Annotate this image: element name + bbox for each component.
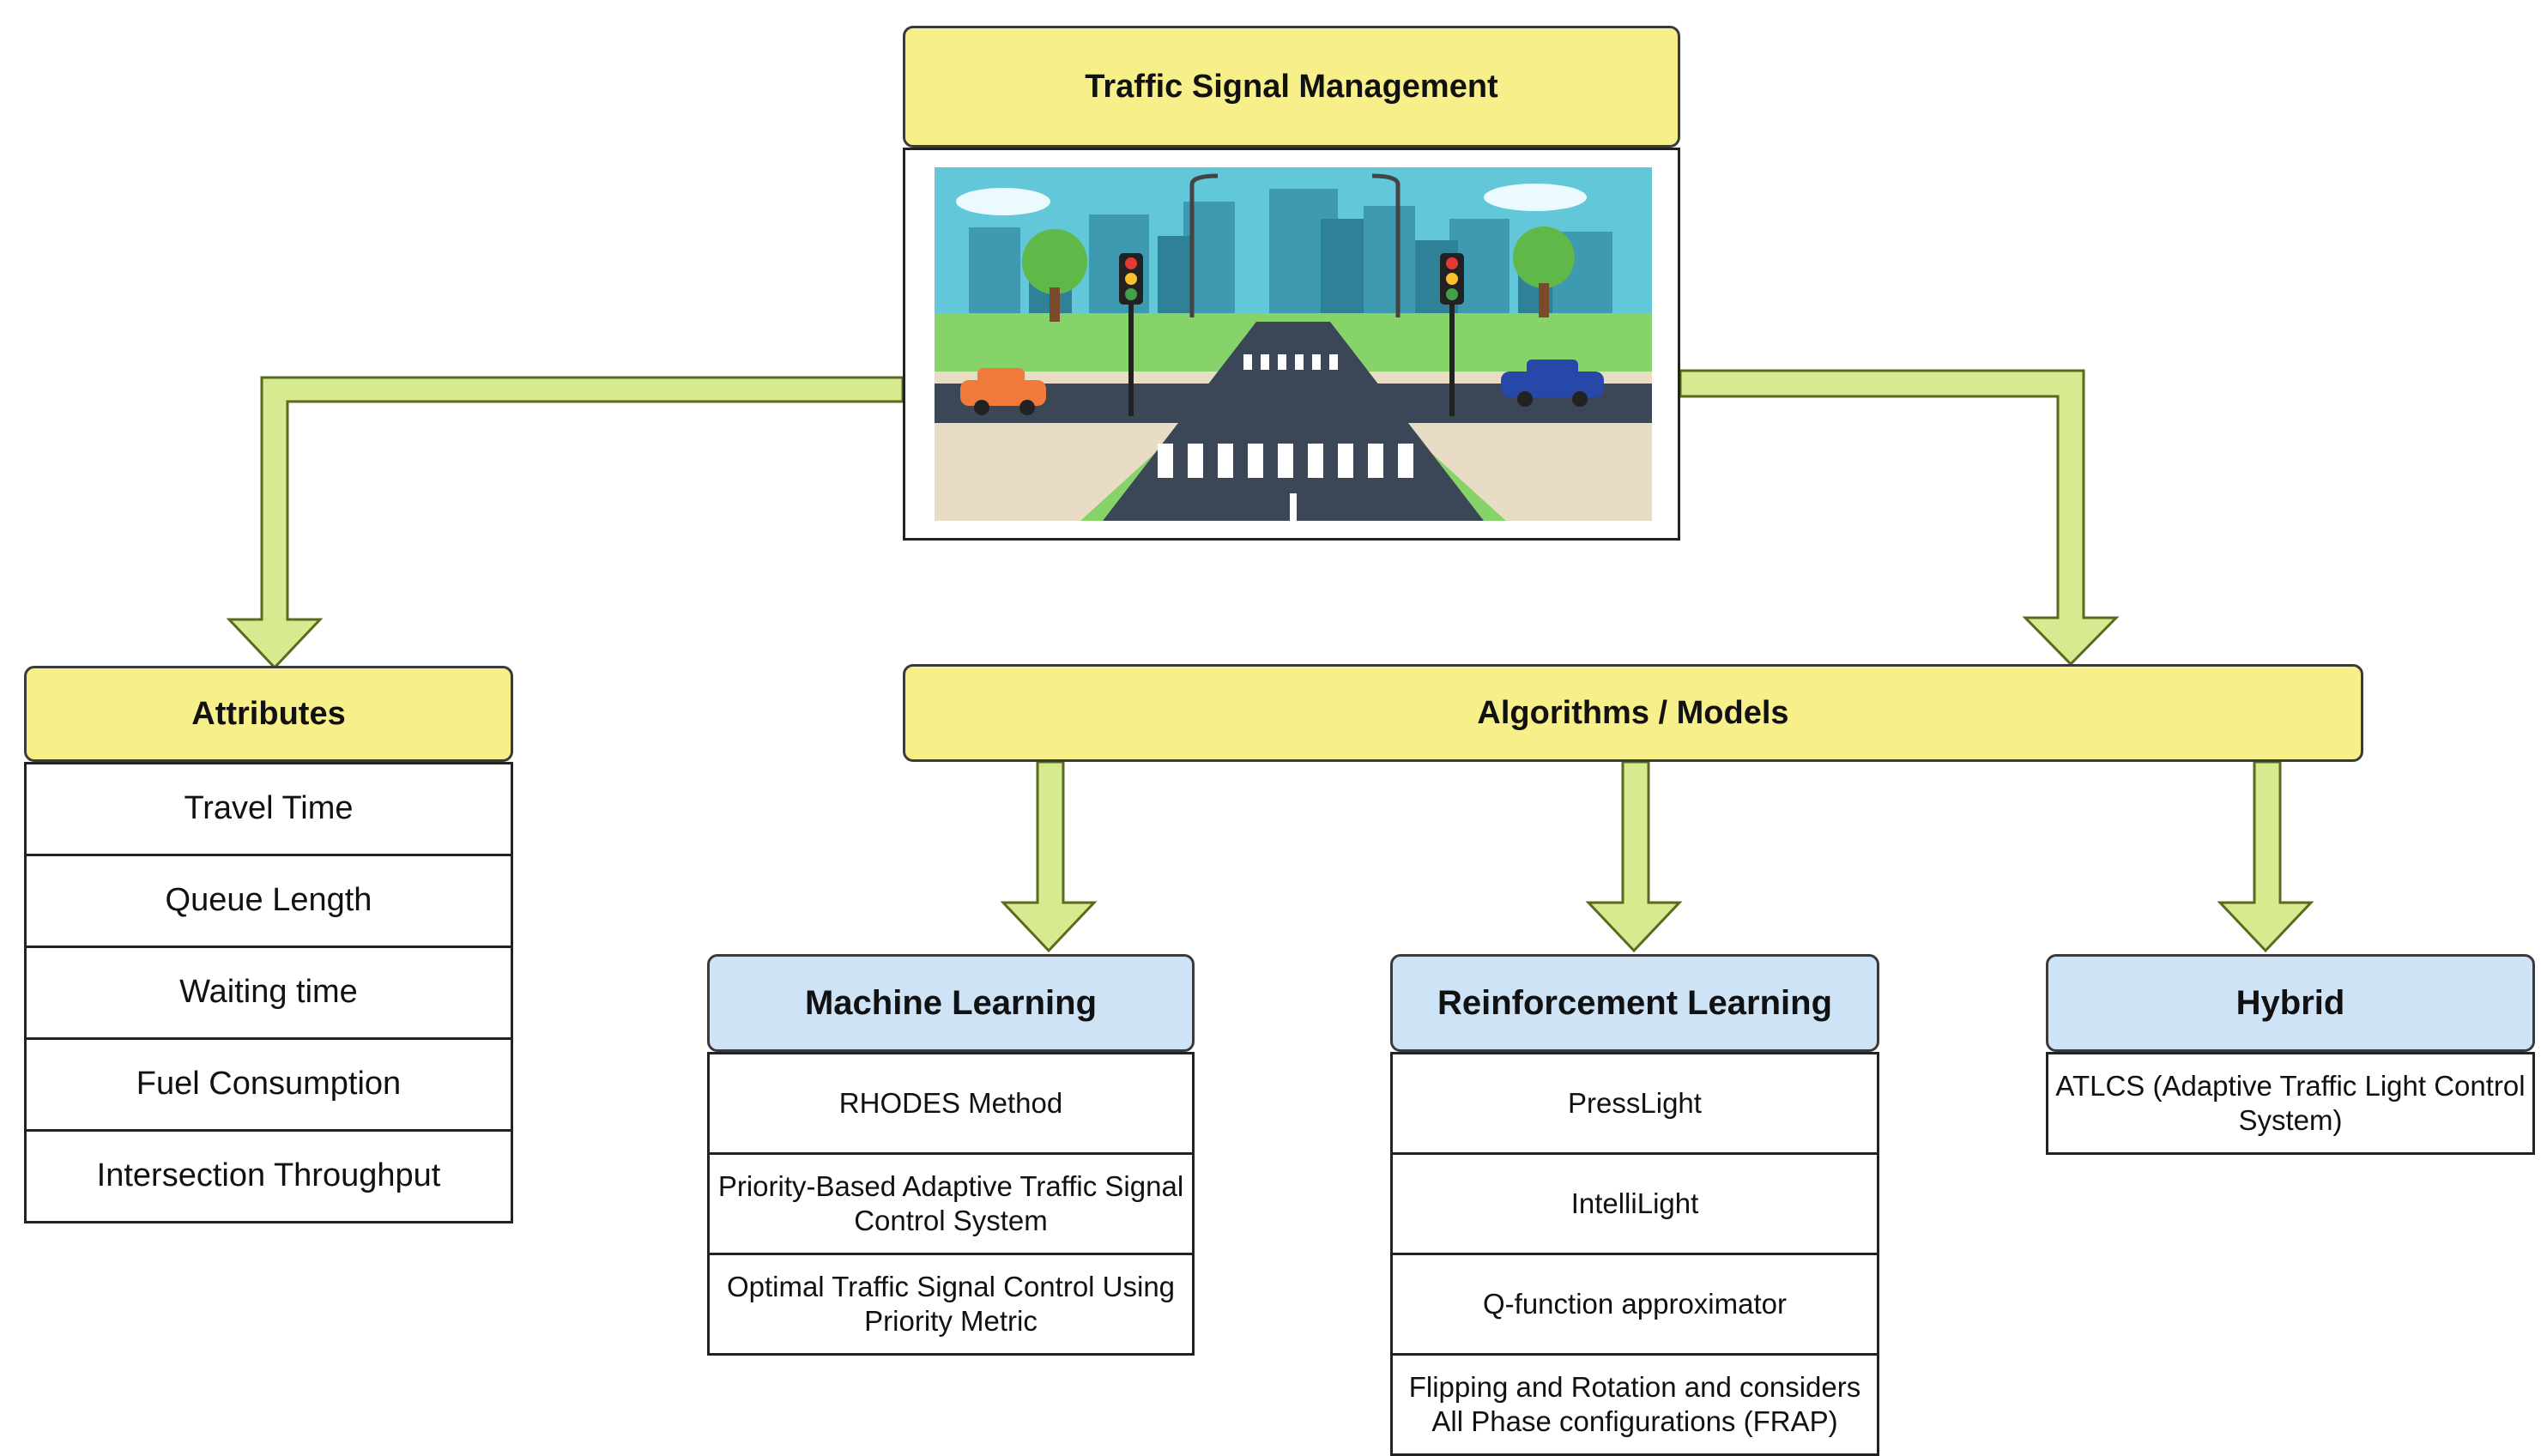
attributes-header: Attributes [24, 666, 513, 762]
rl-item-q-function: Q-function approximator [1390, 1255, 1879, 1356]
ml-item-priority-based: Priority-Based Adaptive Traffic Signal C… [707, 1155, 1195, 1255]
rl-item-presslight: PressLight [1390, 1052, 1879, 1155]
title-header: Traffic Signal Management [903, 26, 1680, 148]
arrow-algorithms-to-ml [1000, 760, 1098, 953]
ml-item-optimal-priority-metric: Optimal Traffic Signal Control Using Pri… [707, 1255, 1195, 1356]
attribute-waiting-time: Waiting time [24, 948, 513, 1040]
attribute-fuel-consumption: Fuel Consumption [24, 1040, 513, 1132]
attribute-travel-time: Travel Time [24, 762, 513, 856]
arrow-algorithms-to-rl [1585, 760, 1683, 953]
attribute-queue-length: Queue Length [24, 856, 513, 948]
rl-item-frap: Flipping and Rotation and considers All … [1390, 1356, 1879, 1456]
machine-learning-list: RHODES Method Priority-Based Adaptive Tr… [707, 1052, 1195, 1356]
attribute-intersection-throughput: Intersection Throughput [24, 1132, 513, 1223]
reinforcement-learning-header: Reinforcement Learning [1390, 954, 1879, 1052]
arrow-title-to-algorithms [1679, 369, 2120, 667]
hybrid-header: Hybrid [2046, 954, 2535, 1052]
hybrid-item-atlcs: ATLCS (Adaptive Traffic Light Control Sy… [2046, 1052, 2535, 1155]
intersection-illustration [903, 148, 1680, 541]
arrow-title-to-attributes [226, 376, 904, 670]
arrow-algorithms-to-hybrid [2217, 760, 2314, 953]
algorithms-header: Algorithms / Models [903, 664, 2363, 762]
hybrid-list: ATLCS (Adaptive Traffic Light Control Sy… [2046, 1052, 2535, 1155]
reinforcement-learning-list: PressLight IntelliLight Q-function appro… [1390, 1052, 1879, 1456]
ml-item-rhodes: RHODES Method [707, 1052, 1195, 1155]
attributes-list: Travel Time Queue Length Waiting time Fu… [24, 762, 513, 1223]
machine-learning-header: Machine Learning [707, 954, 1195, 1052]
city-intersection-image [935, 167, 1652, 521]
rl-item-intellilight: IntelliLight [1390, 1155, 1879, 1255]
